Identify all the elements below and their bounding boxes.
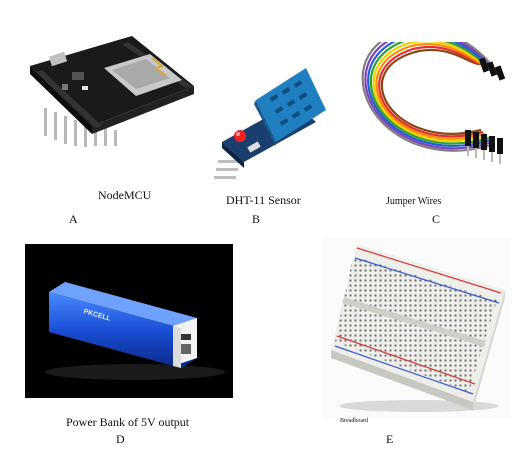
breadboard-image — [323, 238, 511, 418]
label-a: A — [69, 212, 78, 226]
caption-dht11: DHT-11 Sensor — [226, 193, 301, 207]
caption-jumper-wires: Jumper Wires — [386, 196, 442, 207]
caption-breadboard: Breadboard — [340, 418, 368, 424]
jumper-wires-image — [355, 42, 515, 182]
label-b: B — [252, 212, 261, 226]
power-bank-image: PKCELL — [25, 244, 233, 398]
caption-nodemcu: NodeMCU — [98, 188, 152, 202]
nodemcu-image — [22, 28, 202, 148]
label-c: C — [432, 212, 441, 226]
dht11-sensor-image — [208, 56, 328, 180]
label-e: E — [386, 432, 394, 446]
label-d: D — [116, 432, 125, 446]
caption-power-bank: Power Bank of 5V output — [66, 415, 190, 429]
